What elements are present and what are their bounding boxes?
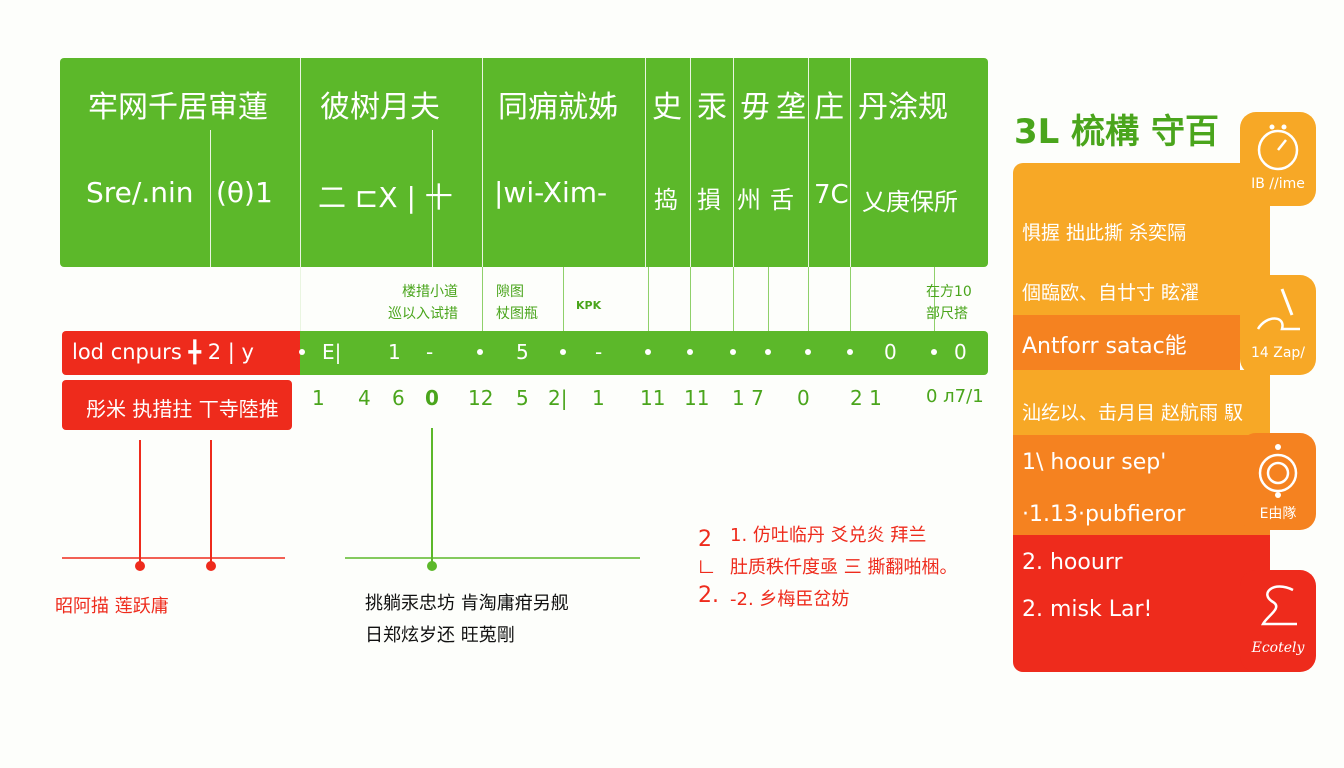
panel-row: 惧握 拙此撕 杀奕隔	[1022, 222, 1187, 244]
ring-icon	[1258, 444, 1298, 498]
panel-row: 個臨欧、自廿寸 眩濯	[1022, 282, 1200, 304]
black-caption: 挑躺汞忠坊 肯淘庸疳另舰日郑炫岁还 旺莵剛	[365, 593, 569, 646]
row-b-value: 1 7	[732, 386, 764, 410]
row-b-value: 5	[516, 386, 529, 410]
note: 隙图杖图瓶	[496, 284, 538, 322]
divider	[850, 58, 851, 268]
divider	[432, 130, 433, 267]
row-a-label: lod cnpurs ╋ 2 | y	[72, 340, 254, 364]
row-a-bar	[300, 331, 988, 375]
header-cell: 舌	[770, 186, 794, 214]
header-cell: 毋	[740, 90, 770, 125]
row-a-value: 0	[884, 340, 897, 364]
divider	[733, 58, 734, 268]
header-cell: 彼树月夫	[320, 90, 440, 125]
row-a-value: -	[595, 340, 603, 364]
row-b-value: 11	[684, 386, 710, 410]
tile-swirl: Ecotely	[1240, 570, 1316, 672]
tile-ring: E由隊	[1240, 433, 1316, 530]
note: KPK	[576, 299, 602, 312]
header-cell: 庄	[814, 90, 844, 125]
header-cell: 牢网千居审蓮	[88, 90, 268, 125]
divider	[808, 58, 809, 268]
panel-row: 2. hoourr	[1022, 550, 1123, 575]
panel-row: 汕纥以、击月目 赵航雨 馭	[1022, 402, 1244, 424]
header-cell: 損	[697, 186, 721, 214]
header-cell: 丹涂规	[858, 90, 948, 125]
row-b-value: 12	[468, 386, 494, 410]
divider	[645, 58, 646, 268]
divider	[210, 130, 211, 267]
row-a-value: 1	[388, 340, 401, 364]
row-a-value: E|	[322, 340, 342, 364]
header-cell: |wi-Xim-	[494, 176, 608, 209]
header-cell: 7C	[814, 180, 849, 210]
divider	[690, 58, 691, 268]
panel-row: 1\ hoour sep'	[1022, 450, 1167, 475]
header-cell: 捣	[654, 186, 678, 214]
row-b-value: 0 л7/1	[926, 386, 984, 407]
annotation-text: 1. 仿吐临丹 爻兑炎 拜兰肚质秩仟度亟 三 撕翻啪梱。-2. 乡梅臣岔妨	[730, 525, 958, 610]
row-b-value: 11	[640, 386, 666, 410]
row-b-value: 6	[392, 386, 405, 410]
row-b-label-box	[62, 380, 292, 430]
header-cell: 乂庚保所	[862, 188, 958, 216]
header-cell: 二 ⊏X | 十	[318, 181, 453, 214]
header-cell: 州	[737, 186, 761, 214]
note: 楼措小道巡以入试措	[388, 284, 458, 322]
header-table	[60, 58, 988, 267]
header-cell: 史	[652, 90, 682, 125]
panel-row: Antforr satac能	[1022, 334, 1187, 359]
row-b-value: 4	[358, 386, 371, 410]
row-b-value: 0	[425, 386, 439, 410]
header-cell: 垄	[776, 90, 806, 125]
row-b-value: 0	[797, 386, 810, 410]
red-caption: 昭阿描 莲跃庸	[55, 596, 169, 617]
row-a-value: 5	[516, 340, 529, 364]
header-cell: Sre/.nin	[86, 176, 194, 209]
row-b-value: 1	[312, 386, 325, 410]
header-cell: 汞	[697, 90, 727, 125]
panel-row: 2. misk Lar!	[1022, 597, 1153, 622]
divider	[300, 58, 301, 368]
header-cell: 同痈就姊	[498, 90, 618, 125]
row-a-label-box	[62, 331, 302, 375]
row-b-value: 1	[592, 386, 605, 410]
panel-row: ·1.13·pubfieror	[1022, 502, 1186, 527]
pen-icon	[1256, 288, 1300, 331]
header-cell: (θ)1	[216, 176, 273, 209]
row-b-label: 彤米 执措拄 丅寺陸推	[86, 397, 279, 421]
swirl-icon	[1260, 585, 1297, 626]
panel-title: 3L 梳構 守百	[1014, 112, 1219, 152]
row-b-value: 2 1	[850, 386, 882, 410]
stopwatch-icon	[1257, 124, 1299, 171]
row-a-value: 0	[954, 340, 967, 364]
connector-lines	[62, 428, 640, 571]
row-a-value: -	[426, 340, 434, 364]
divider	[482, 58, 483, 268]
tile-time: IB //ime	[1240, 112, 1316, 206]
row-b-value: 2|	[548, 386, 568, 410]
tile-zap: 14 Zap/	[1240, 275, 1316, 375]
